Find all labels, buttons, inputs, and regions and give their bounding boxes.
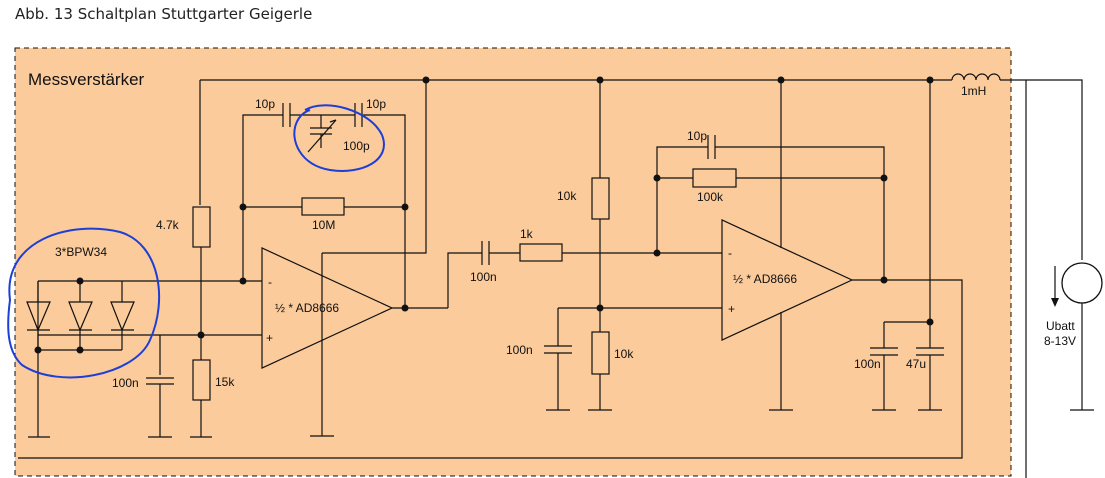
resistor-1k bbox=[519, 243, 563, 262]
wire-coupling bbox=[447, 252, 722, 308]
opamp1-minus: - bbox=[268, 275, 272, 289]
capacitor-10p-fb2 bbox=[707, 135, 716, 159]
photodiode-3 bbox=[110, 281, 135, 350]
label-diodes: 3*BPW34 bbox=[55, 245, 107, 259]
label-10m: 10M bbox=[312, 218, 335, 232]
opamp2-minus: - bbox=[728, 246, 732, 260]
opamp2-label: ½ * AD8666 bbox=[733, 272, 797, 286]
label-100n-couple: 100n bbox=[470, 270, 497, 284]
label-trim-100p: 100p bbox=[343, 139, 370, 153]
label-100k: 100k bbox=[697, 190, 724, 204]
block-title: Messverstärker bbox=[28, 70, 145, 89]
resistor-100k bbox=[692, 168, 737, 188]
annotation-circle-diodes bbox=[7, 227, 161, 379]
label-10k-top: 10k bbox=[557, 189, 577, 203]
label-4k7: 4.7k bbox=[156, 218, 180, 232]
label-10p-right: 10p bbox=[366, 97, 386, 111]
opamp-1 bbox=[261, 247, 394, 369]
node-diode2-top bbox=[76, 277, 84, 285]
opamp2-plus: + bbox=[728, 302, 735, 316]
opamp1-label: ½ * AD8666 bbox=[275, 301, 339, 315]
label-100n-mid: 100n bbox=[506, 343, 533, 357]
wire-mid-cap bbox=[546, 307, 722, 411]
label-10k-bottom: 10k bbox=[614, 347, 634, 361]
trimmer-100p bbox=[307, 115, 337, 153]
battery-ground bbox=[1070, 303, 1094, 411]
photodiode-2 bbox=[68, 281, 93, 350]
node-plus bbox=[197, 331, 205, 339]
wire-100n-right bbox=[872, 321, 930, 411]
node-diode1-bottom bbox=[34, 346, 42, 354]
node-fb2-right bbox=[880, 174, 888, 182]
capacitor-47u bbox=[916, 347, 944, 356]
capacitor-100n-right bbox=[870, 347, 898, 356]
resistor-10k-bottom bbox=[591, 331, 610, 375]
label-10p-fb2: 10p bbox=[687, 129, 707, 143]
node-diode2-bottom bbox=[76, 346, 84, 354]
label-1mh: 1mH bbox=[961, 84, 986, 98]
opamp1-supply bbox=[322, 80, 427, 254]
amplifier-block bbox=[14, 47, 1012, 477]
wire-47u bbox=[918, 80, 942, 411]
capacitor-10p-left bbox=[282, 103, 291, 127]
ground-diodes bbox=[28, 281, 50, 438]
capacitor-100n-couple bbox=[481, 241, 490, 265]
label-100n-left: 100n bbox=[112, 376, 139, 390]
label-ubatt-range: 8-13V bbox=[1044, 334, 1076, 348]
opamp1-ground bbox=[310, 253, 334, 437]
opamp1-plus: + bbox=[266, 331, 273, 345]
wire-inductor-to-battery bbox=[1000, 79, 1083, 260]
ground-100n-left bbox=[148, 384, 172, 438]
opamp2-output bbox=[18, 279, 963, 459]
battery-source bbox=[1061, 262, 1103, 304]
annotation-circle-trimmer bbox=[293, 104, 385, 172]
capacitor-100n-mid bbox=[544, 345, 572, 354]
label-15k: 15k bbox=[215, 375, 235, 389]
node-fb-right bbox=[401, 203, 409, 211]
node-rail-1 bbox=[422, 76, 430, 84]
label-47u: 47u bbox=[906, 357, 926, 371]
label-10p-left: 10p bbox=[255, 97, 275, 111]
figure-caption: Abb. 13 Schaltplan Stuttgarter Geigerle bbox=[15, 5, 313, 23]
label-1k: 1k bbox=[520, 227, 534, 241]
node-fb-left bbox=[239, 203, 247, 211]
resistor-10m bbox=[301, 197, 345, 216]
opamp2-supply bbox=[769, 80, 793, 411]
opamp-2 bbox=[721, 219, 854, 341]
node-fb2-left bbox=[653, 174, 661, 182]
photodiode-1 bbox=[26, 281, 51, 350]
ground-15k bbox=[190, 400, 212, 438]
wire-divider bbox=[588, 80, 612, 411]
node-rail-3 bbox=[777, 76, 785, 84]
wire-plus-input bbox=[38, 334, 262, 375]
resistor-10k-top bbox=[591, 177, 610, 220]
label-ubatt: Ubatt bbox=[1046, 319, 1075, 333]
label-100n-right: 100n bbox=[854, 357, 881, 371]
ubatt-arrow-icon bbox=[1051, 298, 1059, 307]
feedback2-top bbox=[656, 146, 885, 280]
inductor-1mh bbox=[951, 73, 1001, 81]
